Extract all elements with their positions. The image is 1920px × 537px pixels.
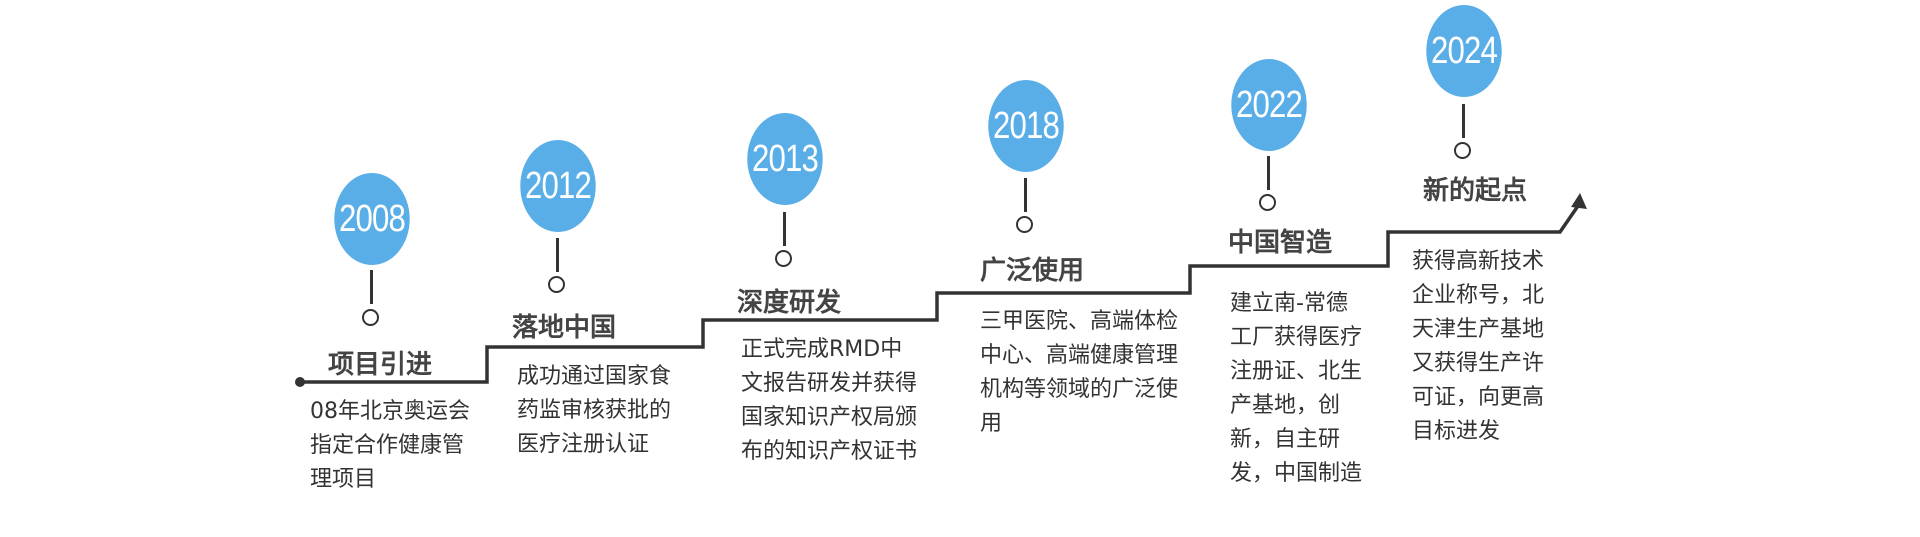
year-badge-2008: 2008: [334, 173, 410, 265]
milestone-node: [1454, 142, 1471, 159]
connector-stem: [1462, 104, 1465, 138]
milestone-description-2013: 正式完成RMD中文报告研发并获得国家知识产权局颁布的知识产权证书: [741, 337, 918, 464]
milestone-node: [1016, 216, 1033, 233]
timeline-arrowhead: [1571, 193, 1587, 209]
year-badge-2018: 2018: [988, 80, 1064, 172]
milestone-node: [775, 250, 792, 267]
milestone-node: [362, 309, 379, 326]
milestone-title-2018: 广泛使用: [980, 256, 1085, 286]
connector-stem: [370, 270, 373, 304]
milestone-description-2022: 建立南-常德工厂获得医疗注册证、北生产基地，创新，自主研发，中国制造: [1230, 291, 1363, 486]
connector-stem: [783, 212, 786, 246]
milestone-description-2012: 成功通过国家食药监审核获批的医疗注册认证: [517, 364, 672, 457]
milestone-node: [548, 276, 565, 293]
year-badge-2012: 2012: [520, 140, 596, 232]
milestone-node: [1259, 194, 1276, 211]
milestone-title-2012: 落地中国: [512, 313, 617, 343]
year-badge-2022: 2022: [1231, 59, 1307, 151]
milestone-description-2008: 08年北京奥运会指定合作健康管理项目: [310, 399, 470, 492]
milestone-description-2018: 三甲医院、高端体检中心、高端健康管理机构等领域的广泛使用: [980, 309, 1179, 436]
milestone-title-2022: 中国智造: [1228, 228, 1333, 258]
connector-stem: [1267, 156, 1270, 190]
connector-stem: [556, 238, 559, 272]
year-badge-2013: 2013: [747, 113, 823, 205]
milestone-description-2024: 获得高新技术企业称号，北天津生产基地又获得生产许可证，向更高目标进发: [1412, 249, 1545, 444]
connector-stem: [1024, 178, 1027, 212]
year-badge-2024: 2024: [1426, 5, 1502, 97]
milestone-title-2013: 深度研发: [737, 288, 842, 318]
timeline-start-dot: [295, 377, 305, 387]
milestone-title-2008: 项目引进: [328, 350, 433, 380]
milestone-title-2024: 新的起点: [1423, 176, 1528, 206]
